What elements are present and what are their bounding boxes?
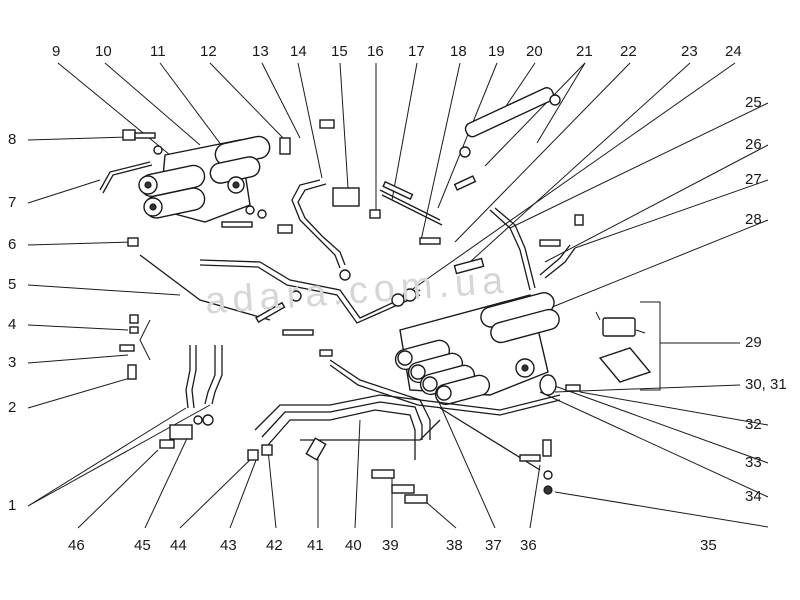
- callout-12: 12: [200, 43, 217, 60]
- callout-4: 4: [8, 316, 17, 333]
- callout-17: 17: [408, 43, 425, 60]
- callout-38: 38: [446, 537, 463, 554]
- callout-15: 15: [331, 43, 348, 60]
- callout-32: 32: [745, 416, 762, 433]
- callout-29: 29: [745, 334, 762, 351]
- electric-unit: [595, 311, 652, 383]
- callout-23: 23: [681, 43, 698, 60]
- callout-24: 24: [725, 43, 742, 60]
- callout-37: 37: [485, 537, 502, 554]
- callout-30-31: 30, 31: [745, 376, 787, 393]
- left-valve-block: [138, 135, 271, 223]
- callout-1: 1: [8, 497, 17, 514]
- callout-36: 36: [520, 537, 537, 554]
- callout-3: 3: [8, 354, 17, 371]
- callout-6: 6: [8, 236, 17, 253]
- callout-41: 41: [307, 537, 324, 554]
- callout-11: 11: [150, 43, 166, 60]
- callout-44: 44: [170, 537, 187, 554]
- callout-35: 35: [700, 537, 717, 554]
- callout-5: 5: [8, 276, 17, 293]
- callout-10: 10: [95, 43, 112, 60]
- hydraulic-cylinder: [459, 87, 561, 158]
- callout-43: 43: [220, 537, 237, 554]
- callout-42: 42: [266, 537, 283, 554]
- callout-21: 21: [576, 43, 593, 60]
- callout-16: 16: [367, 43, 384, 60]
- callout-25: 25: [745, 94, 762, 111]
- callout-40: 40: [345, 537, 362, 554]
- callout-39: 39: [382, 537, 399, 554]
- callout-9: 9: [52, 43, 61, 60]
- callout-28: 28: [745, 211, 762, 228]
- callout-20: 20: [526, 43, 543, 60]
- leader-lines: [27, 62, 769, 529]
- callout-2: 2: [8, 399, 17, 416]
- right-valve-block: [394, 292, 560, 406]
- group-bracket: [640, 301, 661, 391]
- callout-13: 13: [252, 43, 269, 60]
- callout-45: 45: [134, 537, 151, 554]
- callout-26: 26: [745, 136, 762, 153]
- callout-7: 7: [8, 194, 17, 211]
- pipes: [99, 161, 576, 471]
- callout-34: 34: [745, 488, 762, 505]
- callout-22: 22: [620, 43, 637, 60]
- group-bracket-left: [139, 319, 151, 361]
- callout-19: 19: [488, 43, 505, 60]
- callout-8: 8: [8, 131, 17, 148]
- callout-46: 46: [68, 537, 85, 554]
- fasteners: [119, 119, 584, 504]
- callout-14: 14: [290, 43, 307, 60]
- callout-18: 18: [450, 43, 467, 60]
- callout-27: 27: [745, 171, 762, 188]
- callout-33: 33: [745, 454, 762, 471]
